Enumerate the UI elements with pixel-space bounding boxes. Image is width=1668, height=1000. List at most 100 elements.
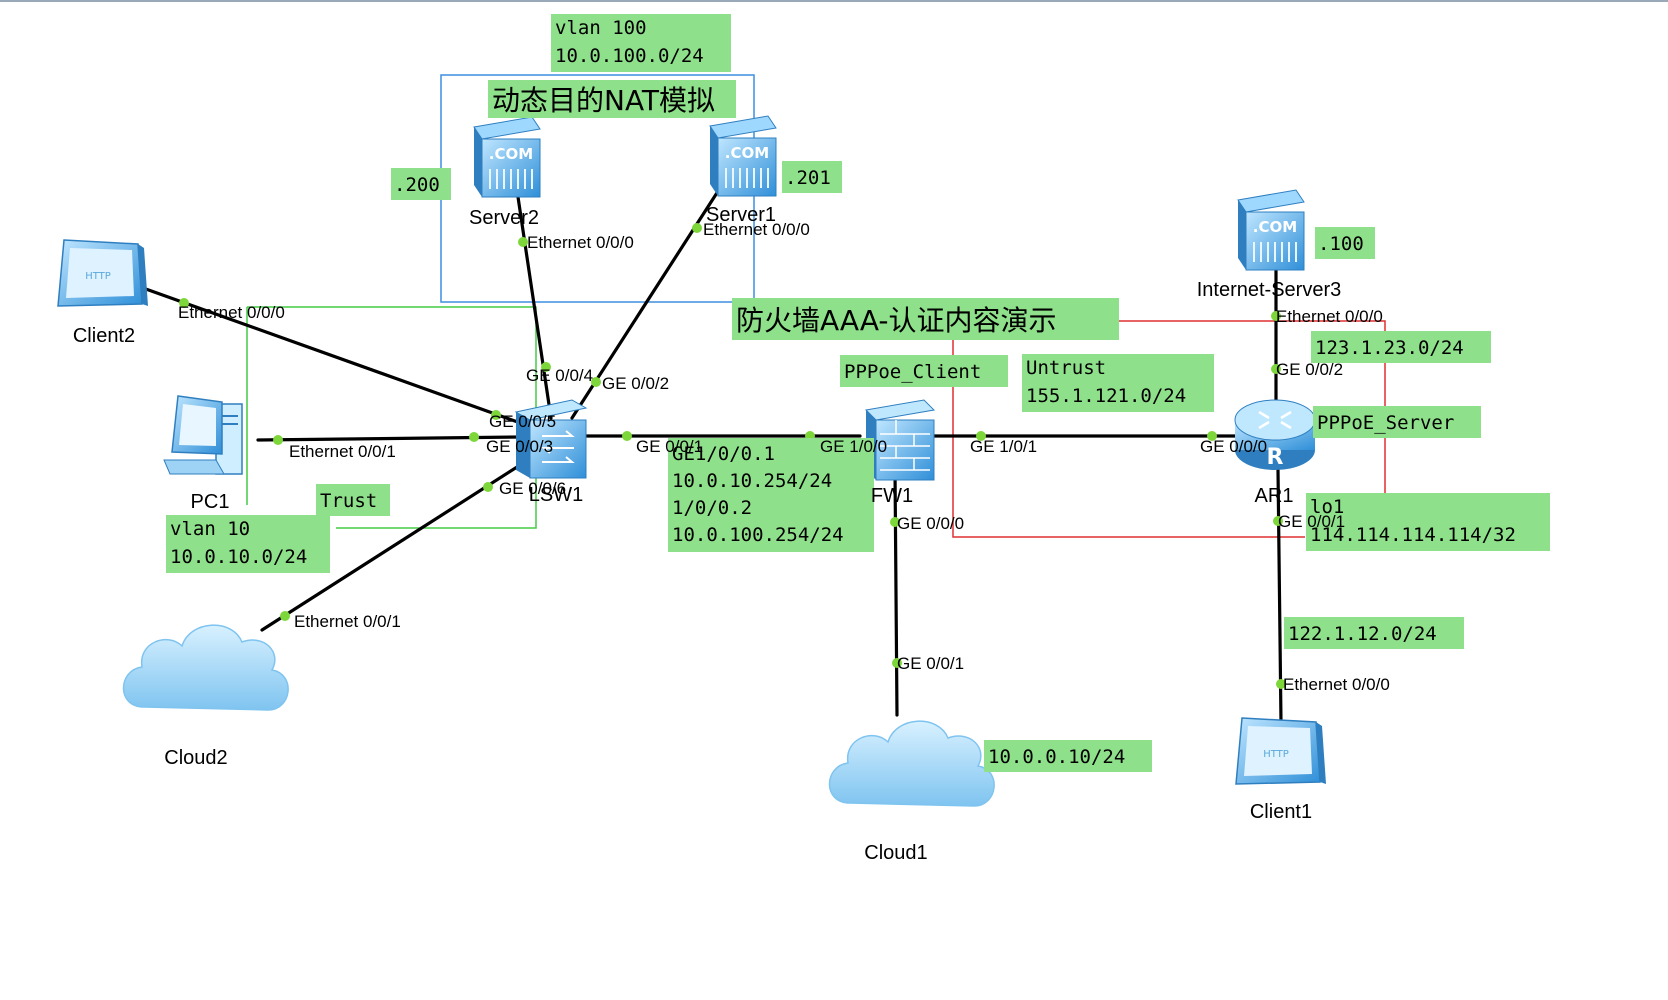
lo1-line1: lo1 bbox=[1310, 496, 1344, 518]
port-label-ar-ge002: GE 0/0/2 bbox=[1276, 360, 1343, 379]
fw1-icon[interactable] bbox=[864, 399, 936, 481]
subif-note[interactable] bbox=[668, 438, 874, 552]
port-label-lsw-ge005: GE 0/0/5 bbox=[489, 412, 556, 431]
net123-note[interactable] bbox=[1311, 331, 1491, 363]
lo1-line2: 114.114.114.114/32 bbox=[1310, 524, 1516, 546]
server3-icon[interactable]: .COM bbox=[1237, 189, 1305, 271]
net122-text: 122.1.12.0/24 bbox=[1288, 623, 1437, 645]
lsw1-icon[interactable] bbox=[514, 399, 588, 479]
label-server2: Server2 bbox=[469, 207, 539, 229]
port-dot bbox=[692, 223, 702, 233]
link-server2-lsw1[interactable] bbox=[516, 195, 553, 420]
port-dot bbox=[591, 377, 601, 387]
ip100-note[interactable] bbox=[1315, 227, 1375, 259]
link-pc1-lsw1[interactable] bbox=[256, 435, 524, 442]
port-dot bbox=[280, 611, 290, 621]
port-dots bbox=[179, 223, 1286, 689]
pppoe-server-note[interactable] bbox=[1313, 406, 1481, 438]
port-dot bbox=[483, 482, 493, 492]
port-label-server1: Ethernet 0/0/0 bbox=[703, 220, 810, 239]
aaa-title-note[interactable] bbox=[732, 298, 1119, 340]
untrust-note[interactable] bbox=[1022, 354, 1214, 412]
untrust-line2: 155.1.121.0/24 bbox=[1026, 385, 1186, 407]
label-ar1: AR1 bbox=[1255, 485, 1294, 507]
port-labels: Ethernet 0/0/0 Ethernet 0/0/0 Ethernet 0… bbox=[178, 220, 1390, 694]
cloud1-ip-text: 10.0.0.10/24 bbox=[988, 746, 1125, 768]
port-label-lsw-ge003: GE 0/0/3 bbox=[486, 437, 553, 456]
port-dot bbox=[518, 237, 528, 247]
label-server1: Server1 bbox=[706, 204, 776, 226]
port-dot bbox=[622, 431, 632, 441]
label-pc1: PC1 bbox=[191, 491, 230, 513]
port-label-cloud1: GE 0/0/1 bbox=[897, 654, 964, 673]
subif-line1: GE1/0/0.1 bbox=[672, 443, 775, 465]
net123-text: 123.1.23.0/24 bbox=[1315, 337, 1464, 359]
server-badge-text: .COM bbox=[1253, 218, 1297, 236]
label-lsw1: LSW1 bbox=[529, 484, 583, 506]
subif-line2: 10.0.10.254/24 bbox=[672, 470, 832, 492]
cloud2-icon[interactable] bbox=[122, 624, 289, 711]
port-dot bbox=[976, 431, 986, 441]
label-server3: Internet-Server3 bbox=[1197, 279, 1342, 301]
port-dot bbox=[273, 435, 283, 445]
pc1-icon[interactable] bbox=[163, 395, 243, 475]
port-dot bbox=[892, 658, 902, 668]
client-badge-text: HTTP bbox=[1263, 749, 1289, 760]
vlan100-note[interactable] bbox=[551, 14, 731, 72]
client1-icon[interactable]: HTTP bbox=[1235, 717, 1326, 785]
vlan10-line1: vlan 10 bbox=[170, 518, 250, 540]
link-client2-lsw1[interactable] bbox=[141, 286, 528, 427]
port-dot bbox=[1271, 364, 1281, 374]
ip200-text: .200 bbox=[394, 174, 440, 196]
link-fw1-cloud1[interactable] bbox=[893, 468, 899, 717]
port-label-lsw-ge002: GE 0/0/2 bbox=[602, 374, 669, 393]
label-fw1: FW1 bbox=[871, 485, 913, 507]
ip201-note[interactable] bbox=[782, 161, 842, 193]
port-dot bbox=[1207, 431, 1217, 441]
port-dot bbox=[469, 432, 479, 442]
trust-note[interactable] bbox=[316, 484, 390, 516]
port-dot bbox=[541, 362, 551, 372]
label-client2: Client2 bbox=[73, 325, 135, 347]
pppoe-server-text: PPPoE_Server bbox=[1317, 412, 1454, 434]
aaa-frame-bottom[interactable] bbox=[952, 339, 1305, 538]
client2-icon[interactable]: HTTP bbox=[57, 239, 148, 307]
vlan100-line2: 10.0.100.0/24 bbox=[555, 45, 704, 67]
trust-text: Trust bbox=[320, 490, 377, 512]
vlan10-line2: 10.0.10.0/24 bbox=[170, 546, 307, 568]
cloud1-ip-note[interactable] bbox=[984, 740, 1152, 772]
nat-title: 动态目的NAT模拟 bbox=[492, 84, 715, 117]
vlan10-note[interactable] bbox=[166, 515, 330, 573]
label-cloud2: Cloud2 bbox=[164, 747, 227, 769]
ar1-icon[interactable]: R bbox=[1234, 399, 1316, 470]
port-label-client2: Ethernet 0/0/0 bbox=[178, 303, 285, 322]
port-label-cloud2: Ethernet 0/0/1 bbox=[294, 612, 401, 631]
port-label-pc1: Ethernet 0/0/1 bbox=[289, 442, 396, 461]
vlan100-line1: vlan 100 bbox=[555, 17, 647, 39]
untrust-line1: Untrust bbox=[1026, 357, 1106, 379]
pppoe-client-text: PPPoe_Client bbox=[844, 361, 981, 383]
port-label-server2: Ethernet 0/0/0 bbox=[527, 233, 634, 252]
nat-title-note[interactable] bbox=[488, 80, 736, 118]
aaa-title: 防火墙AAA-认证内容演示 bbox=[736, 304, 1057, 337]
label-cloud1: Cloud1 bbox=[864, 842, 927, 864]
device-labels: Server2 Server1 Internet-Server3 Client2… bbox=[73, 204, 1341, 864]
port-label-fw-ge101: GE 1/0/1 bbox=[970, 437, 1037, 456]
pppoe-client-note[interactable] bbox=[840, 355, 1008, 387]
notes: vlan 100 10.0.100.0/24 动态目的NAT模拟 .200 .2… bbox=[166, 14, 1550, 772]
cloud1-icon[interactable] bbox=[828, 720, 995, 807]
server1-icon[interactable]: .COM bbox=[709, 115, 777, 197]
lo1-note[interactable] bbox=[1306, 493, 1550, 551]
port-label-lsw-ge004: GE 0/0/4 bbox=[526, 366, 593, 385]
server-badge-text: .COM bbox=[725, 144, 769, 162]
net122-note[interactable] bbox=[1284, 617, 1464, 649]
port-label-fw-ge000: GE 0/0/0 bbox=[897, 514, 964, 533]
port-dot bbox=[1271, 311, 1281, 321]
server2-icon[interactable]: .COM bbox=[473, 116, 541, 198]
port-dot bbox=[1276, 679, 1286, 689]
server-badge-text: .COM bbox=[489, 145, 533, 163]
ip200-note[interactable] bbox=[391, 168, 451, 200]
port-label-client1: Ethernet 0/0/0 bbox=[1283, 675, 1390, 694]
port-label-server3: Ethernet 0/0/0 bbox=[1276, 307, 1383, 326]
port-dot bbox=[890, 517, 900, 527]
